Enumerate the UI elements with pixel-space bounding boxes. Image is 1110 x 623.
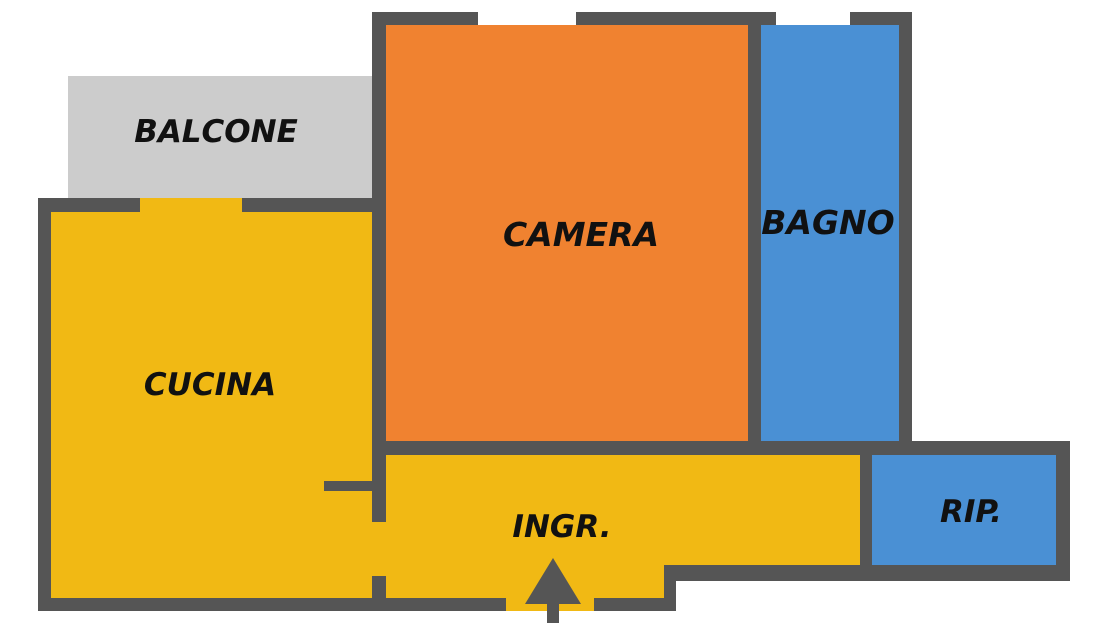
label-cucina: CUCINA	[144, 367, 276, 403]
wall-bedroom-hall	[372, 441, 912, 455]
storage-room	[872, 455, 1056, 565]
label-balcone: BALCONE	[134, 114, 298, 150]
wall-kitchen-hall-upper	[372, 441, 386, 522]
wall-hall-storage	[860, 441, 872, 581]
bathroom-room	[761, 25, 899, 441]
balcony-area	[68, 76, 372, 200]
label-ripostiglio: RIP.	[940, 494, 1002, 530]
entrance-arrow-shaft	[547, 600, 559, 623]
wall-bedroom-bathroom	[748, 12, 761, 455]
wall-stub-kitchen	[324, 481, 375, 491]
kitchen-hall-door	[375, 522, 386, 576]
wall-kitchen-bedroom	[372, 198, 386, 455]
balcony-door	[140, 198, 242, 212]
label-bagno: BAGNO	[761, 203, 894, 242]
window-bathroom	[776, 12, 850, 25]
label-camera: CAMERA	[503, 215, 659, 254]
bedroom-room	[386, 25, 748, 441]
label-ingresso: INGR.	[512, 509, 611, 545]
window-bedroom	[478, 12, 576, 25]
hall-room	[386, 455, 860, 598]
entrance-arrow-head	[525, 558, 581, 604]
kitchen-room	[51, 212, 375, 598]
wall-kitchen-hall-lower	[372, 576, 386, 611]
